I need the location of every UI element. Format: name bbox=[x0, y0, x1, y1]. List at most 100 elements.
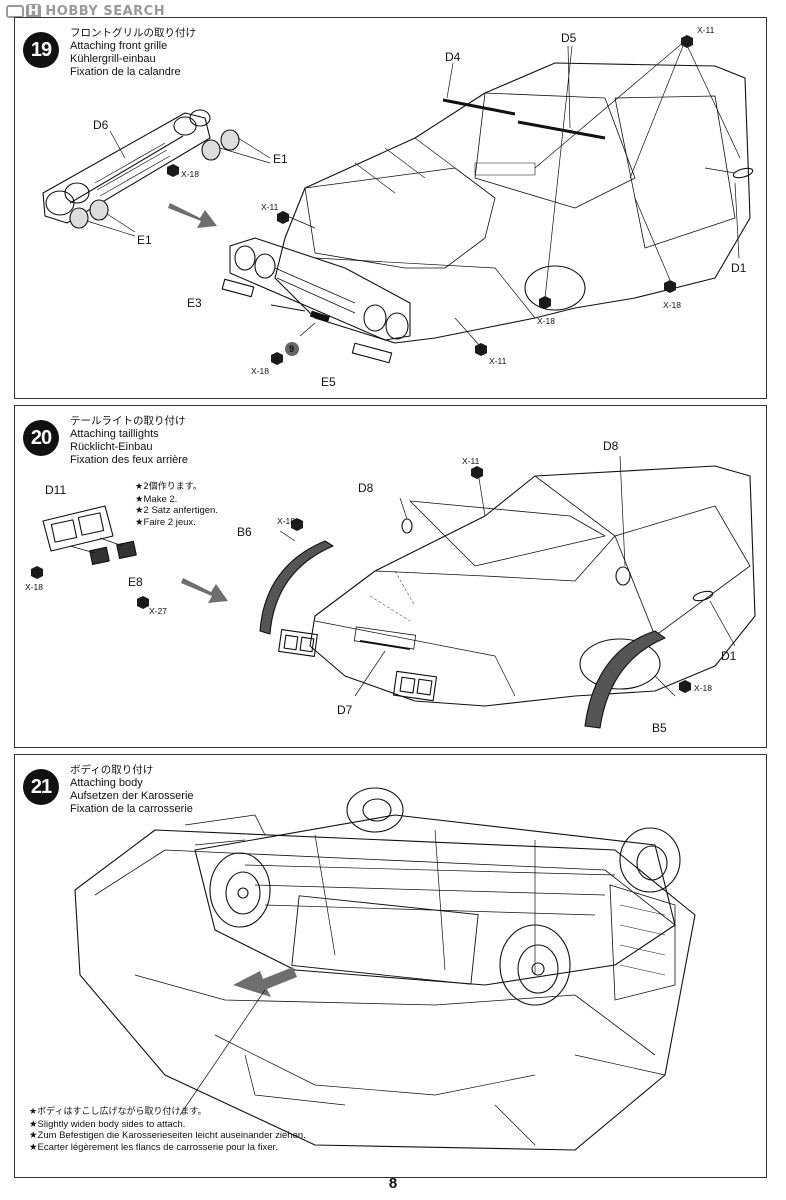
label-x18-c: X-18 bbox=[537, 316, 555, 326]
part-reference-icon bbox=[285, 342, 299, 356]
direction-arrow bbox=[233, 967, 297, 997]
step-number-badge: 21 bbox=[23, 769, 59, 805]
note-english: ★Slightly widen body sides to attach. bbox=[29, 1118, 186, 1130]
body-widen-note: ★ボディはすこし広げながら取り付けます。 ★Slightly widen bod… bbox=[29, 1107, 306, 1153]
note-french: ★Ecarter légèrement les flancs de carros… bbox=[29, 1141, 278, 1153]
body-attach-illustration bbox=[74, 787, 696, 1151]
screw-labels: X-11 X-18 X-11 X-18 X-11 X-18 X-18 9 bbox=[181, 25, 715, 376]
label-x18-b: X-18 bbox=[277, 516, 295, 526]
label-x11: X-11 bbox=[462, 456, 480, 466]
label-x11-top: X-11 bbox=[697, 25, 715, 35]
label-x11-bottom: X-11 bbox=[489, 356, 507, 366]
wiper-parts bbox=[442, 98, 606, 140]
note-japanese: ★2個作ります。 bbox=[135, 482, 202, 492]
title-japanese: テールライトの取り付け bbox=[70, 415, 186, 427]
label-x11-left: X-11 bbox=[261, 202, 279, 212]
screw-labels: X-18 X-27 X-18 X-11 X-18 bbox=[25, 456, 712, 693]
wheel-rear-right bbox=[346, 787, 404, 833]
label-x18-c: X-18 bbox=[694, 683, 712, 693]
label-d7: D7 bbox=[337, 703, 353, 717]
fender-flare-b6 bbox=[259, 540, 334, 635]
title-english: Attaching taillights bbox=[70, 428, 159, 440]
note-japanese: ★ボディはすこし広げながら取り付けます。 bbox=[29, 1107, 207, 1117]
label-x18-a: X-18 bbox=[181, 169, 199, 179]
part-e5 bbox=[351, 342, 393, 364]
grille-assembly bbox=[229, 237, 411, 341]
note-english: ★Make 2. bbox=[135, 493, 178, 505]
wheel-rear-left bbox=[209, 852, 271, 928]
step-20-panel: 20 テールライトの取り付け Attaching taillights Rück… bbox=[14, 405, 767, 748]
decal-black bbox=[309, 310, 330, 323]
title-english: Attaching body bbox=[70, 777, 143, 789]
note-leader-line bbox=[179, 989, 266, 1116]
part-d8-mounted bbox=[615, 566, 631, 586]
part-d8-cap bbox=[401, 518, 413, 534]
label-b5: B5 bbox=[652, 721, 667, 735]
label-e5: E5 bbox=[321, 375, 336, 389]
direction-arrow bbox=[181, 578, 228, 603]
label-x18-d: X-18 bbox=[663, 300, 681, 310]
step-19-panel: 19 フロントグリルの取り付け Attaching front grille K… bbox=[14, 17, 767, 399]
front-grille-illustration: D6 E1 E1 D4 D5 E3 E5 D1 X-11 X-18 X-11 X… bbox=[42, 25, 754, 389]
wheel-front-left bbox=[499, 924, 571, 1006]
part-d1 bbox=[692, 590, 714, 602]
label-d1: D1 bbox=[731, 261, 747, 275]
body-shell bbox=[74, 829, 696, 1151]
title-english: Attaching front grille bbox=[70, 40, 168, 52]
screw-icons bbox=[167, 35, 693, 365]
grille-part-d6 bbox=[42, 109, 211, 224]
leader-lines bbox=[109, 40, 741, 347]
title-german: Rücklicht-Einbau bbox=[70, 441, 153, 453]
taillight-illustration: D11 E8 B6 D8 D8 D7 D1 B5 X-18 X-27 X-18 … bbox=[25, 439, 756, 735]
watermark-prefix: H bbox=[26, 4, 42, 19]
watermark-text: HOBBY SEARCH bbox=[45, 4, 166, 19]
car-body-rear bbox=[309, 465, 756, 707]
callout-labels: D6 E1 E1 D4 D5 E3 E5 D1 bbox=[93, 31, 747, 389]
label-d8-cap: D8 bbox=[358, 481, 374, 495]
part-e3 bbox=[221, 278, 255, 298]
wheel-front-right bbox=[619, 827, 681, 893]
screw-icons bbox=[31, 466, 691, 693]
mounted-taillights bbox=[278, 629, 438, 702]
step-title-block: ボディの取り付け Attaching body Aufsetzen der Ka… bbox=[70, 764, 194, 816]
step-title-block: フロントグリルの取り付け Attaching front grille Kühl… bbox=[70, 27, 196, 79]
note-german: ★2 Satz anfertigen. bbox=[135, 505, 218, 516]
watermark: H HOBBY SEARCH bbox=[6, 4, 165, 19]
label-ref-9: 9 bbox=[289, 344, 294, 354]
taillight-part-d11 bbox=[42, 505, 114, 552]
title-japanese: フロントグリルの取り付け bbox=[70, 27, 196, 39]
step-21-panel: 21 ボディの取り付け Attaching body Aufsetzen der… bbox=[14, 754, 767, 1178]
page-number: 8 bbox=[388, 1175, 398, 1192]
leader-lines bbox=[279, 455, 736, 697]
label-d6: D6 bbox=[93, 118, 109, 132]
direction-arrow bbox=[168, 203, 217, 228]
label-e8: E8 bbox=[128, 575, 143, 589]
label-x18-b: X-18 bbox=[251, 366, 269, 376]
callout-labels: D11 E8 B6 D8 D8 D7 D1 B5 bbox=[45, 439, 737, 735]
title-german: Aufsetzen der Karosserie bbox=[70, 790, 194, 802]
title-german: Kühlergrill-einbau bbox=[70, 53, 156, 65]
title-french: Fixation des feux arrière bbox=[70, 454, 188, 466]
title-french: Fixation de la carrosserie bbox=[70, 803, 193, 815]
note-german: ★Zum Befestigen die Karosserieseiten lei… bbox=[29, 1130, 306, 1141]
decal-strip bbox=[270, 304, 306, 312]
step-number-badge: 19 bbox=[23, 32, 59, 68]
step-title-block: テールライトの取り付け Attaching taillights Rücklic… bbox=[70, 415, 188, 467]
label-d5: D5 bbox=[561, 31, 577, 45]
label-e1-lower: E1 bbox=[137, 233, 152, 247]
label-d4: D4 bbox=[445, 50, 461, 64]
fender-flare-b5 bbox=[584, 630, 666, 729]
lens-parts-e8 bbox=[89, 540, 137, 566]
lens-parts-e1 bbox=[69, 129, 240, 229]
label-e3: E3 bbox=[187, 296, 202, 310]
part-d1 bbox=[732, 167, 754, 179]
label-d11: D11 bbox=[45, 483, 66, 497]
chassis bbox=[184, 814, 676, 1001]
step-number-badge: 20 bbox=[23, 420, 59, 456]
label-d8-mounted: D8 bbox=[603, 439, 619, 453]
note-french: ★Faire 2 jeux. bbox=[135, 516, 196, 528]
label-x18-a: X-18 bbox=[25, 582, 43, 592]
label-b6: B6 bbox=[237, 525, 252, 539]
make-two-note: ★2個作ります。 ★Make 2. ★2 Satz anfertigen. ★F… bbox=[135, 482, 218, 528]
label-e1: E1 bbox=[273, 152, 288, 166]
